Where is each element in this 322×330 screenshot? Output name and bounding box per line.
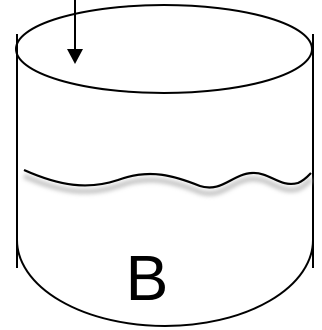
liquid-surface-shadow (22, 173, 313, 196)
liquid-surface (23, 168, 312, 189)
cylinder-top-rim (15, 4, 313, 94)
cylinder-bottom-rim (16, 239, 314, 327)
down-arrow-icon (67, 0, 83, 64)
container-label: B (126, 242, 169, 314)
